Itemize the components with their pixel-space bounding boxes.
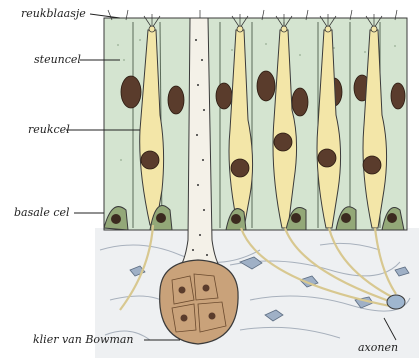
label-reukcel: reukcel [28,123,70,136]
label-basale-cel: basale cel [14,206,70,219]
leader-reukblaasje [90,14,120,18]
bowman-gland [160,260,238,344]
label-steuncel: steuncel [34,53,81,66]
label-axonen: axonen [358,341,398,354]
axon-bundle [387,295,405,309]
label-klier-van-bowman: klier van Bowman [33,333,134,346]
label-reukblaasje: reukblaasje [21,7,86,20]
